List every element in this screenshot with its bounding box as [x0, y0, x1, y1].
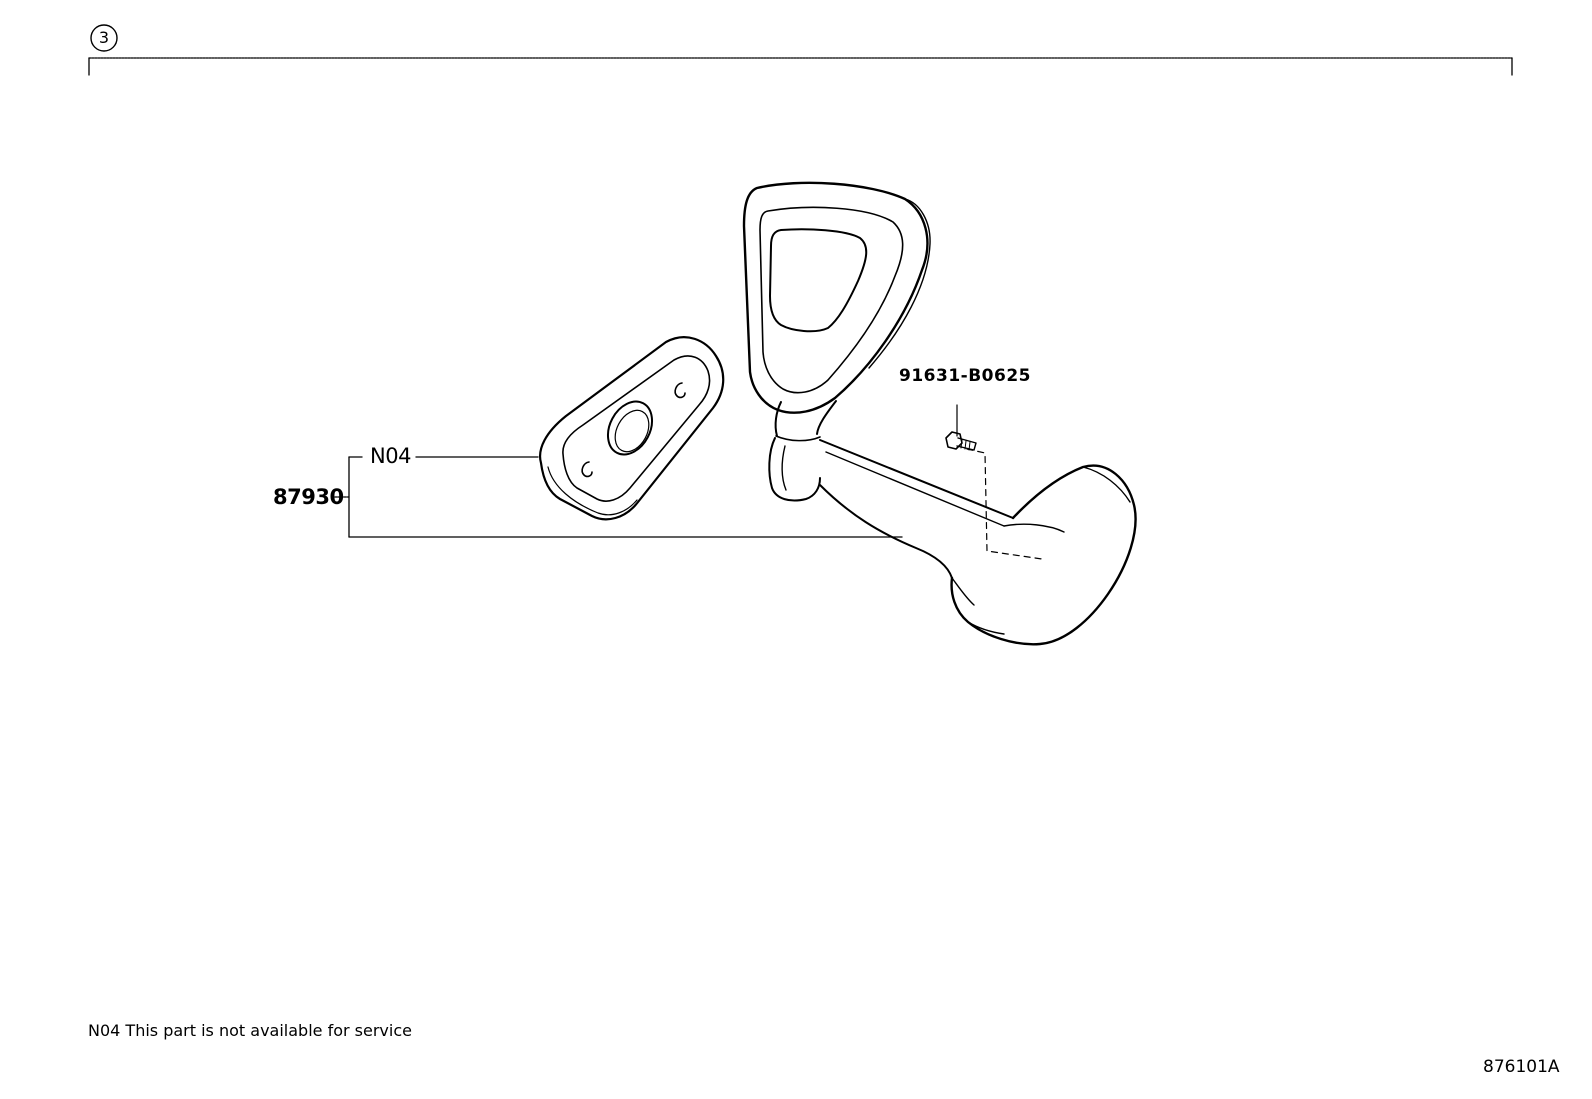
figure-code: 876101A	[1483, 1057, 1560, 1077]
footnote-code: N04	[88, 1021, 121, 1040]
section-number: 3	[98, 28, 110, 47]
part-number-assembly: 87930	[273, 485, 344, 509]
section-bracket	[88, 57, 1513, 76]
footnote: N04 This part is not available for servi…	[88, 1023, 412, 1039]
section-marker-icon	[90, 24, 118, 52]
outer-mirror-assembly	[742, 181, 1137, 646]
footnote-text: This part is not available for service	[125, 1021, 412, 1040]
bolt-icon	[945, 404, 977, 451]
mirror-cover-part	[539, 336, 725, 521]
leader-lines	[334, 456, 903, 538]
non-service-code-label: N04	[370, 444, 411, 468]
part-number-cover: 91631-B0625	[899, 366, 1031, 386]
